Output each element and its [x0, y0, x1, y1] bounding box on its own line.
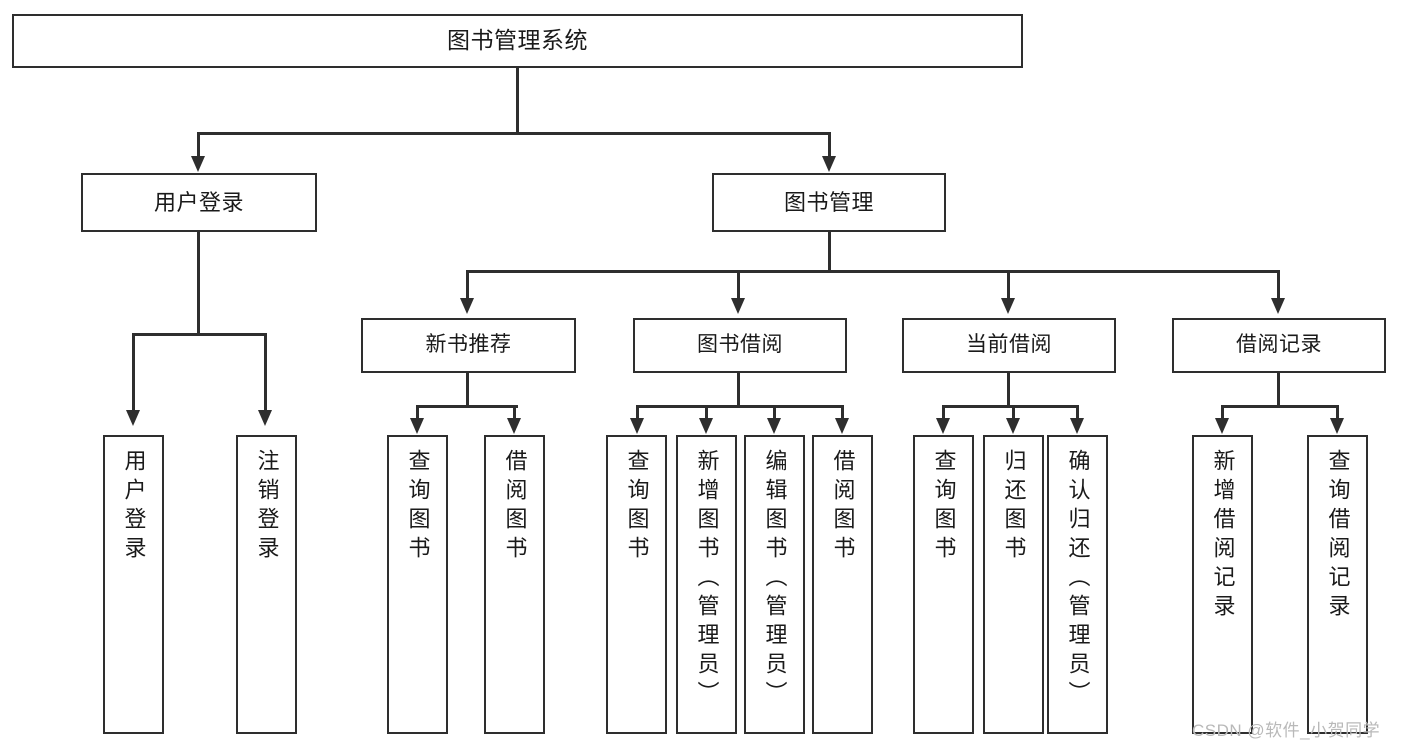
arrowhead-borrow-record [1271, 298, 1285, 314]
edge-to-leaf-return-book [1012, 405, 1015, 422]
node-leaf-borrow-book-1-label: 借阅图书 [502, 449, 528, 565]
node-root-label: 图书管理系统 [447, 27, 588, 54]
node-leaf-confirm-return-label: 确认归还（管理员） [1065, 449, 1091, 710]
edge-book-borrow-bus [636, 405, 844, 408]
node-leaf-query-book-3[interactable]: 查询图书 [913, 435, 974, 734]
node-leaf-query-book-2[interactable]: 查询图书 [606, 435, 667, 734]
edge-user-login-bus [132, 333, 266, 336]
arrowhead-book-borrow [731, 298, 745, 314]
watermark-text: CSDN @软件_小贺同学 [1192, 721, 1381, 740]
edge-to-leaf-query-record [1336, 405, 1339, 422]
arrowhead-leaf-logout-login [258, 410, 272, 426]
node-leaf-user-login-label: 用户登录 [121, 449, 147, 565]
arrowhead-leaf-query-book-2 [630, 418, 644, 434]
arrowhead-leaf-add-record [1215, 418, 1229, 434]
edge-new-book-recommend-bus [416, 405, 518, 408]
edge-to-leaf-edit-book [773, 405, 776, 422]
node-leaf-query-book-1[interactable]: 查询图书 [387, 435, 448, 734]
node-leaf-query-book-3-label: 查询图书 [931, 449, 957, 565]
node-borrow-record-label: 借阅记录 [1236, 333, 1322, 357]
edge-to-leaf-confirm-return [1076, 405, 1079, 422]
node-leaf-edit-book[interactable]: 编辑图书（管理员） [744, 435, 805, 734]
node-leaf-add-book-label: 新增图书（管理员） [694, 449, 720, 710]
node-book-borrow-label: 图书借阅 [697, 333, 783, 357]
arrowhead-leaf-user-login [126, 410, 140, 426]
edge-root-stem [516, 68, 519, 134]
edge-to-leaf-query-book-3 [942, 405, 945, 422]
arrowhead-leaf-edit-book [767, 418, 781, 434]
node-book-manage[interactable]: 图书管理 [712, 173, 946, 232]
arrowhead-leaf-confirm-return [1070, 418, 1084, 434]
node-current-borrow-label: 当前借阅 [966, 333, 1052, 357]
arrowhead-new-book-recommend [460, 298, 474, 314]
node-book-borrow[interactable]: 图书借阅 [633, 318, 847, 373]
node-current-borrow[interactable]: 当前借阅 [902, 318, 1116, 373]
edge-user-login-stem [197, 232, 200, 336]
edge-to-leaf-query-book-2 [636, 405, 639, 422]
edge-root-to-user-login [197, 132, 200, 160]
edge-to-book-borrow [737, 270, 740, 302]
edge-borrow-record-stem [1277, 373, 1280, 407]
node-borrow-record[interactable]: 借阅记录 [1172, 318, 1386, 373]
arrowhead-book-manage [822, 156, 836, 172]
arrowhead-leaf-query-book-3 [936, 418, 950, 434]
edge-to-leaf-borrow-book-2 [841, 405, 844, 422]
edge-to-new-book-recommend [466, 270, 469, 302]
node-leaf-query-book-1-label: 查询图书 [405, 449, 431, 565]
node-leaf-logout-login-label: 注销登录 [254, 449, 280, 565]
edge-current-borrow-bus [942, 405, 1079, 408]
arrowhead-leaf-return-book [1006, 418, 1020, 434]
edge-to-leaf-add-book [705, 405, 708, 422]
edge-to-leaf-add-record [1221, 405, 1224, 422]
node-leaf-logout-login[interactable]: 注销登录 [236, 435, 297, 734]
edge-root-bus [197, 132, 831, 135]
edge-to-leaf-query-book-1 [416, 405, 419, 422]
node-leaf-return-book[interactable]: 归还图书 [983, 435, 1044, 734]
node-leaf-query-record-label: 查询借阅记录 [1325, 449, 1351, 623]
edge-to-leaf-borrow-book-1 [513, 405, 516, 422]
node-new-book-recommend-label: 新书推荐 [425, 333, 512, 357]
node-leaf-query-record[interactable]: 查询借阅记录 [1307, 435, 1368, 734]
node-leaf-borrow-book-1[interactable]: 借阅图书 [484, 435, 545, 734]
node-leaf-borrow-book-2-label: 借阅图书 [830, 449, 856, 565]
edge-book-manage-stem [828, 232, 831, 272]
node-leaf-borrow-book-2[interactable]: 借阅图书 [812, 435, 873, 734]
edge-level3-bus [466, 270, 1280, 273]
node-leaf-add-record-label: 新增借阅记录 [1210, 449, 1236, 623]
node-book-manage-label: 图书管理 [783, 189, 874, 215]
node-leaf-query-book-2-label: 查询图书 [624, 449, 650, 565]
node-new-book-recommend[interactable]: 新书推荐 [361, 318, 576, 373]
node-user-login-label: 用户登录 [153, 189, 244, 215]
edge-current-borrow-stem [1007, 373, 1010, 407]
node-leaf-edit-book-label: 编辑图书（管理员） [762, 449, 788, 710]
node-root[interactable]: 图书管理系统 [12, 14, 1023, 68]
edge-book-borrow-stem [737, 373, 740, 407]
arrowhead-leaf-borrow-book-1 [507, 418, 521, 434]
arrowhead-current-borrow [1001, 298, 1015, 314]
node-leaf-return-book-label: 归还图书 [1001, 449, 1027, 565]
node-leaf-add-book[interactable]: 新增图书（管理员） [676, 435, 737, 734]
arrowhead-leaf-add-book [699, 418, 713, 434]
edge-root-to-book-manage [828, 132, 831, 160]
edge-to-leaf-user-login [132, 333, 135, 413]
edge-borrow-record-bus [1221, 405, 1339, 408]
node-user-login[interactable]: 用户登录 [81, 173, 317, 232]
node-leaf-add-record[interactable]: 新增借阅记录 [1192, 435, 1253, 734]
arrowhead-leaf-borrow-book-2 [835, 418, 849, 434]
edge-to-leaf-logout-login [264, 333, 267, 413]
edge-to-borrow-record [1277, 270, 1280, 302]
edge-new-book-recommend-stem [466, 373, 469, 407]
arrowhead-leaf-query-book-1 [410, 418, 424, 434]
arrowhead-user-login [191, 156, 205, 172]
edge-to-current-borrow [1007, 270, 1010, 302]
node-leaf-confirm-return[interactable]: 确认归还（管理员） [1047, 435, 1108, 734]
arrowhead-leaf-query-record [1330, 418, 1344, 434]
node-leaf-user-login[interactable]: 用户登录 [103, 435, 164, 734]
